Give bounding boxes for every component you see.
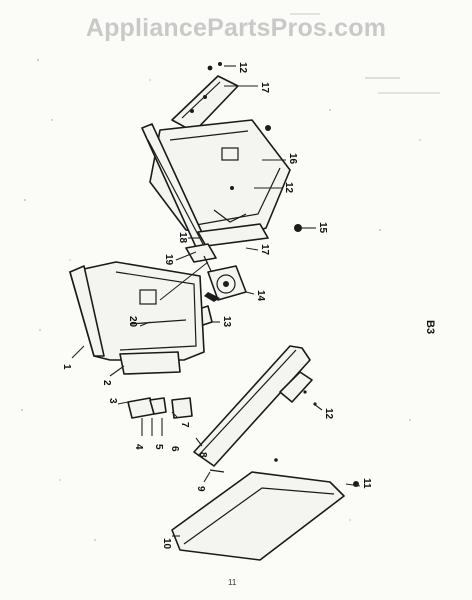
callout-15: 15	[317, 222, 328, 234]
callout-16: 16	[287, 153, 298, 165]
parts-3-7-switch-cluster	[127, 397, 193, 436]
callout-17-lower: 17	[259, 244, 270, 256]
callout-leader-lines	[71, 65, 361, 537]
part-14-motor	[204, 265, 247, 302]
part-10-bottom-panel	[171, 458, 345, 561]
callout-4: 4	[133, 444, 144, 450]
callout-2: 2	[101, 380, 112, 386]
callout-20: 20	[127, 316, 138, 328]
callout-5: 5	[153, 444, 164, 450]
callout-18: 18	[177, 232, 188, 244]
callout-6: 6	[169, 446, 180, 452]
part-9-panel-edge	[209, 469, 225, 473]
part-12-top-screws	[207, 62, 222, 71]
site-watermark: AppliancePartsPros.com	[85, 14, 387, 42]
callout-12-top: 12	[237, 62, 248, 74]
part-15-screw	[294, 224, 306, 232]
callout-9: 9	[195, 486, 206, 492]
callout-8: 8	[197, 452, 208, 458]
sheet-code: B3	[424, 320, 436, 335]
callout-10: 10	[161, 538, 172, 550]
callout-14: 14	[255, 290, 266, 302]
part-8-angle-panel	[193, 345, 317, 467]
callout-1: 1	[61, 364, 72, 370]
callout-3: 3	[107, 398, 118, 404]
scan-noise	[21, 13, 440, 541]
callout-12-mid: 12	[283, 182, 294, 194]
callout-12-lower: 12	[323, 408, 334, 420]
part-2-lower-strip	[119, 351, 181, 375]
page-number: 11	[228, 578, 237, 587]
callout-17-top: 17	[259, 82, 270, 94]
callout-labels: 12 17 16 12 15 17 18 19 14 13 20 1 2 3 4…	[61, 62, 372, 550]
part-1-20-front-frame	[69, 261, 209, 361]
callout-19: 19	[163, 254, 174, 266]
callout-13: 13	[221, 316, 232, 328]
callout-7: 7	[179, 422, 190, 428]
callout-11: 11	[361, 478, 372, 489]
